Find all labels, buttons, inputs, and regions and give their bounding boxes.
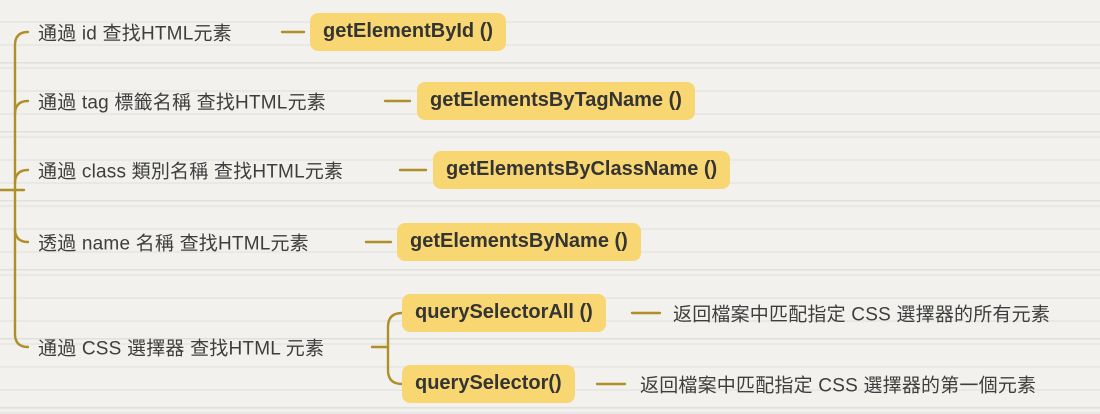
- method-chip-getelementsbyclassname: getElementsByClassName (): [433, 151, 731, 189]
- branch-label-tag: 通過 tag 標籤名稱 查找HTML元素: [38, 92, 326, 114]
- method-chip-getelementbyid: getElementById (): [310, 13, 507, 51]
- branch-label-name: 透過 name 名稱 查找HTML元素: [38, 233, 309, 255]
- branch-label-class: 通過 class 類別名稱 查找HTML元素: [38, 161, 344, 183]
- description-queryselector: 返回檔案中匹配指定 CSS 選擇器的第一個元素: [640, 375, 1037, 397]
- branch-label-css-selector: 通過 CSS 選擇器 查找HTML 元素: [38, 338, 325, 360]
- branch-curve-class: [13, 168, 30, 185]
- branch-label-id: 通過 id 查找HTML元素: [38, 23, 232, 45]
- branch-curve-name: [13, 227, 30, 244]
- branch-curve-tag: [13, 99, 30, 116]
- method-chip-queryselector: querySelector(): [402, 365, 575, 403]
- fork-lower-curve: [386, 345, 404, 386]
- method-chip-queryselectorall: querySelectorAll (): [402, 294, 606, 332]
- method-chip-getelementsbyname: getElementsByName (): [397, 223, 641, 261]
- fork-upper-curve: [386, 311, 404, 349]
- description-queryselectorall: 返回檔案中匹配指定 CSS 選擇器的所有元素: [673, 304, 1051, 326]
- method-chip-getelementsbytagname: getElementsByTagName (): [417, 82, 695, 120]
